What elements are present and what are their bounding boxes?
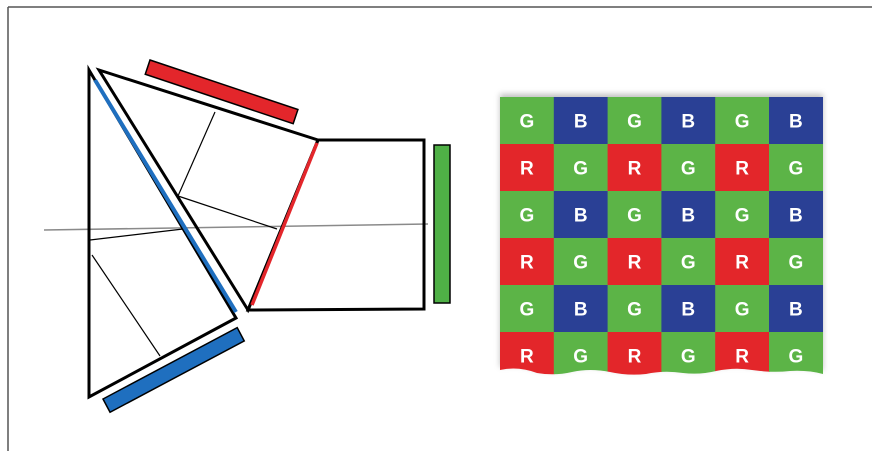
mosaic-cell-g (715, 191, 770, 239)
mosaic-cell-label: B (681, 206, 695, 227)
mosaic-cell-g (607, 191, 662, 239)
mosaic-cell-g (553, 238, 609, 286)
mosaic-cell-g (553, 144, 609, 192)
mosaic-cell-b (553, 191, 609, 239)
mosaic-cell-label: B (681, 112, 695, 133)
ray-top-lower (177, 195, 278, 230)
mosaic-cell-b (769, 97, 823, 145)
prism-assembly (87, 64, 426, 400)
mosaic-cell-b (553, 285, 609, 333)
mosaic-cell-g (500, 97, 555, 145)
blue-sensor-filter (101, 326, 246, 414)
mosaic-cell-g (715, 285, 770, 333)
ray-top-upper (177, 111, 216, 197)
mosaic-cell-r (607, 144, 662, 192)
mosaic-cell-b (661, 97, 716, 145)
mosaic-cell-r (715, 332, 770, 375)
mosaic-cell-r (607, 238, 662, 286)
mosaic-cell-label: G (735, 112, 750, 133)
red-sensor-filter (144, 59, 299, 125)
mosaic-cell-label: G (520, 206, 535, 227)
mosaic-cell-label: R (520, 159, 534, 180)
mosaic-cell-b (769, 191, 823, 239)
mosaic-cell-label: R (520, 347, 534, 368)
mosaic-cell-label: G (681, 159, 696, 180)
mosaic-cell-g (769, 332, 823, 375)
ray-entry (89, 228, 184, 241)
bayer-mosaic (500, 97, 823, 375)
mosaic-cell-g (553, 332, 609, 375)
mosaic-cell-label: G (789, 347, 804, 368)
mosaic-cell-g (661, 238, 716, 286)
mosaic-cell-label: G (789, 253, 804, 274)
mosaic-cell-g (661, 144, 716, 192)
mosaic-cell-label: R (735, 347, 749, 368)
bayer-mosaic-labels: G B G B G B R G R G R G G B G B G B R G R G R G G B G B G B R G R G R G (520, 112, 804, 368)
mosaic-cell-label: G (735, 300, 750, 321)
mosaic-cell-g (607, 285, 662, 333)
mosaic-cell-r (715, 238, 770, 286)
mosaic-cell-label: G (627, 300, 642, 321)
blue-dichroic-coating (93, 78, 238, 314)
mosaic-cell-label: G (789, 159, 804, 180)
mosaic-cell-label: G (627, 112, 642, 133)
mosaic-cell-label: R (628, 253, 642, 274)
mosaic-cell-r (500, 238, 555, 286)
mosaic-cell-r (500, 144, 555, 192)
mosaic-cell-label: G (681, 253, 696, 274)
mosaic-cell-g (500, 191, 555, 239)
mosaic-cell-label: B (681, 300, 695, 321)
mosaic-cell-label: R (735, 159, 749, 180)
mosaic-cell-label: R (735, 253, 749, 274)
mosaic-cell-r (500, 332, 555, 375)
mosaic-cell-label: R (520, 253, 534, 274)
mosaic-cell-b (661, 285, 716, 333)
mosaic-cell-label: G (627, 206, 642, 227)
prism-rays (89, 111, 278, 357)
green-sensor-filter (433, 144, 451, 304)
mosaic-cell-r (715, 144, 770, 192)
mosaic-cell-label: B (574, 300, 588, 321)
mosaic-cell-label: B (789, 206, 803, 227)
mosaic-cell-label: G (735, 206, 750, 227)
mosaic-cell-g (769, 238, 823, 286)
mosaic-cell-g (715, 97, 770, 145)
mosaic-cell-label: G (520, 300, 535, 321)
mosaic-cell-label: G (573, 347, 588, 368)
mosaic-cell-label: B (789, 300, 803, 321)
mosaic-cell-r (607, 332, 662, 375)
mosaic-cell-b (769, 285, 823, 333)
mosaic-cell-label: R (628, 159, 642, 180)
mosaic-cell-label: G (573, 159, 588, 180)
mosaic-cell-b (553, 97, 609, 145)
mosaic-cell-g (500, 285, 555, 333)
mosaic-cell-g (769, 144, 823, 192)
mosaic-cell-g (661, 332, 716, 375)
optical-axis (43, 223, 429, 231)
red-dichroic-coating (250, 142, 319, 306)
mosaic-cell-label: G (573, 253, 588, 274)
mosaic-cell-label: G (520, 112, 535, 133)
mosaic-cell-label: R (628, 347, 642, 368)
mosaic-cell-label: B (574, 112, 588, 133)
mosaic-cell-b (661, 191, 716, 239)
mosaic-cell-label: B (574, 206, 588, 227)
mosaic-cell-label: B (789, 112, 803, 133)
ray-blue-lower (91, 254, 161, 357)
mosaic-cell-g (607, 97, 662, 145)
mosaic-cell-label: G (681, 347, 696, 368)
